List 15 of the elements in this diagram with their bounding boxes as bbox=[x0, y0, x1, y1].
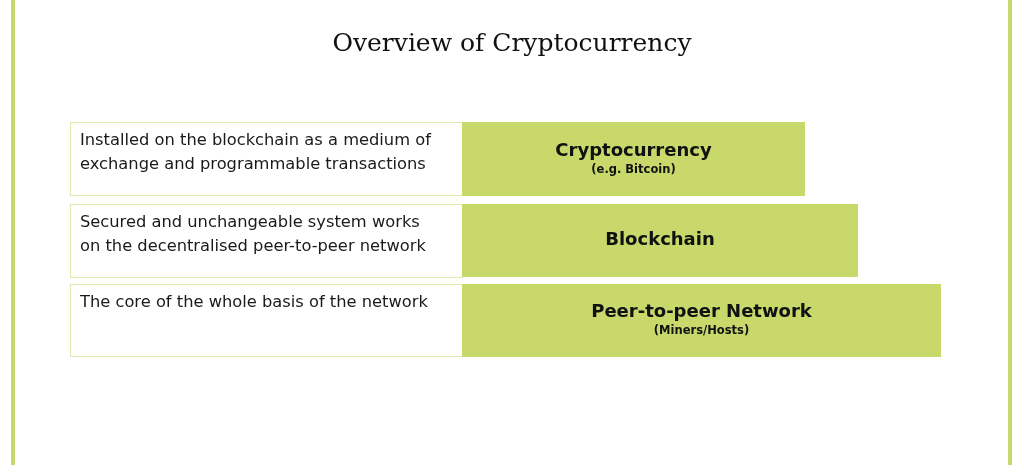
description-text: Installed on the blockchain as a medium of exchange and programmable transactions bbox=[80, 129, 433, 175]
layer-box bbox=[462, 204, 858, 277]
layer-subtitle: (e.g. Bitcoin) bbox=[591, 161, 676, 177]
layer-box bbox=[462, 284, 941, 357]
description-text: The core of the whole basis of the network bbox=[80, 291, 429, 313]
description-box bbox=[70, 204, 463, 278]
description-box bbox=[70, 284, 463, 357]
layer-subtitle: (Miners/Hosts) bbox=[653, 323, 750, 338]
description-text: Secured and unchangeable system works on the decentralised peer-to-peer network bbox=[80, 211, 427, 257]
description-box bbox=[70, 122, 463, 196]
layer-title: Cryptocurrency bbox=[555, 137, 712, 162]
layer-title: Peer-to-peer Network bbox=[591, 299, 812, 323]
title: Overview of Cryptocurrency bbox=[332, 28, 692, 57]
layer-title: Blockchain bbox=[605, 226, 715, 251]
layer-box bbox=[462, 122, 805, 196]
